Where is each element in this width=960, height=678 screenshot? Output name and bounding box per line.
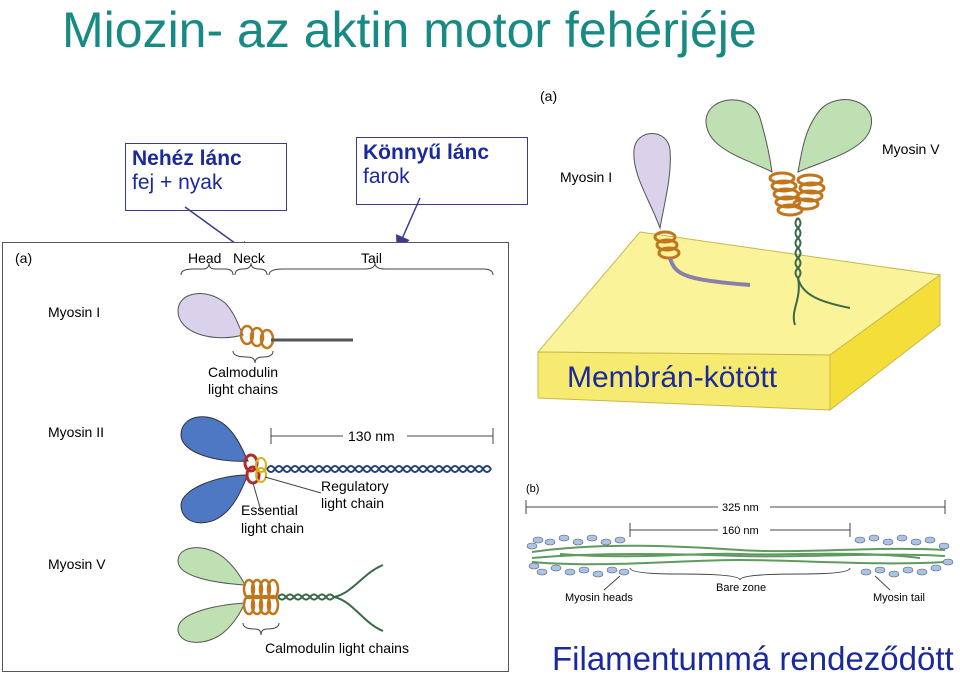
bare-zone-brace (629, 567, 851, 581)
tail-brace (268, 262, 494, 276)
light-chain-label: Könnyű lánc (363, 141, 490, 164)
myosin2-label: Myosin II (48, 424, 104, 440)
head-neck-label: fej + nyak (132, 171, 223, 194)
myosin5-right-calmodulin-icon (768, 171, 826, 217)
calmodulin1-label-2: light chains (208, 381, 278, 397)
myosin1-head-icon (177, 293, 244, 339)
myosin1-right-calmodulin-icon (653, 230, 681, 260)
length-325-label: 325 nm (722, 502, 759, 514)
head-label: Head (188, 250, 221, 266)
essential-chain-icon (255, 457, 267, 483)
myosin2-coiled-tail (266, 465, 492, 473)
myosin5-calmodulin-icon (242, 578, 280, 616)
membrane-bound-diagram: (a) Myosin I Myosin V (536, 88, 942, 412)
heavy-chain-callout: Nehéz lánc fej + nyak (125, 143, 287, 211)
neck-brace (234, 262, 268, 276)
myosin1-right-tail (668, 257, 751, 287)
head-brace (180, 262, 234, 276)
myosin2-head-upper-icon (180, 416, 249, 462)
membrane-bound-panel: (a) Myosin I Myosin V (520, 80, 960, 420)
filament-diagram: (b) 325 nm 160 nm (525, 483, 954, 604)
panel-letter-b: (b) (526, 483, 539, 495)
myosin5-right-tail (792, 217, 851, 326)
myosin5-right-head-left-icon (705, 99, 773, 173)
myosin-heads-right-icon (854, 534, 954, 578)
myosin-heads-left-icon (526, 534, 630, 578)
length-130-label: 130 nm (348, 428, 395, 444)
myosin-types-diagram: (a) Head Neck Tail Myosin I Calmodulin l… (15, 250, 494, 656)
filament-shaft (531, 544, 946, 566)
filament-caption: Filamentummá rendeződött (552, 640, 954, 677)
length-130-bg (343, 427, 407, 445)
regulatory-leader (264, 476, 322, 494)
essential-label-1: Essential (241, 502, 298, 518)
myosin5-tail (277, 564, 384, 632)
myosin-heads-label: Myosin heads (565, 592, 633, 604)
calmodulin1-brace (232, 350, 274, 364)
filament-panel: (b) 325 nm 160 nm (520, 480, 960, 630)
light-chain-arrow (395, 197, 421, 251)
panel-letter: (a) (15, 250, 32, 266)
regulatory-label-1: Regulatory (321, 478, 389, 494)
regulatory-label-2: light chain (321, 495, 384, 511)
myosin1-right-label: Myosin I (560, 169, 612, 185)
length-160-label: 160 nm (722, 525, 759, 537)
myosin5-label: Myosin V (48, 556, 106, 572)
tail-label: farok (363, 165, 410, 188)
tail-leader (874, 575, 891, 591)
essential-label-2: light chain (241, 520, 304, 536)
calmodulin5-brace (242, 622, 280, 636)
heavy-chain-label: Nehéz lánc (132, 147, 242, 170)
myosin5-head-lower-icon (177, 602, 246, 643)
myosin1-label: Myosin I (48, 304, 100, 320)
light-chain-callout: Könnyű lánc farok (356, 137, 528, 205)
myosin1-calmodulin-icon (239, 324, 275, 350)
membrane-front-face (537, 351, 831, 411)
myosin5-right-label: Myosin V (882, 141, 940, 157)
myosin-types-panel: (a) Head Neck Tail Myosin I Calmodulin l… (2, 242, 509, 672)
tail-label: Tail (361, 250, 382, 266)
calmodulin1-label-1: Calmodulin (208, 364, 278, 380)
myosin-tail-label: Myosin tail (873, 592, 925, 604)
neck-label: Neck (233, 250, 266, 266)
panel-letter-a: (a) (540, 88, 557, 104)
length-325-bg (718, 500, 770, 514)
calmodulin5-label: Calmodulin light chains (265, 640, 409, 656)
myosin2-head-lower-icon (180, 474, 249, 524)
length-160-bg (718, 523, 770, 537)
heads-leader (603, 575, 621, 591)
bare-zone-label: Bare zone (716, 582, 766, 594)
myosin5-right-head-right-icon (797, 99, 872, 173)
essential-leader (252, 482, 262, 512)
myosin1-right-head-icon (633, 133, 671, 230)
membrane-bound-caption: Membrán-kötött (567, 361, 778, 394)
page-title: Miozin- az aktin motor fehérjéje (62, 2, 757, 58)
myosin5-head-upper-icon (177, 547, 246, 586)
